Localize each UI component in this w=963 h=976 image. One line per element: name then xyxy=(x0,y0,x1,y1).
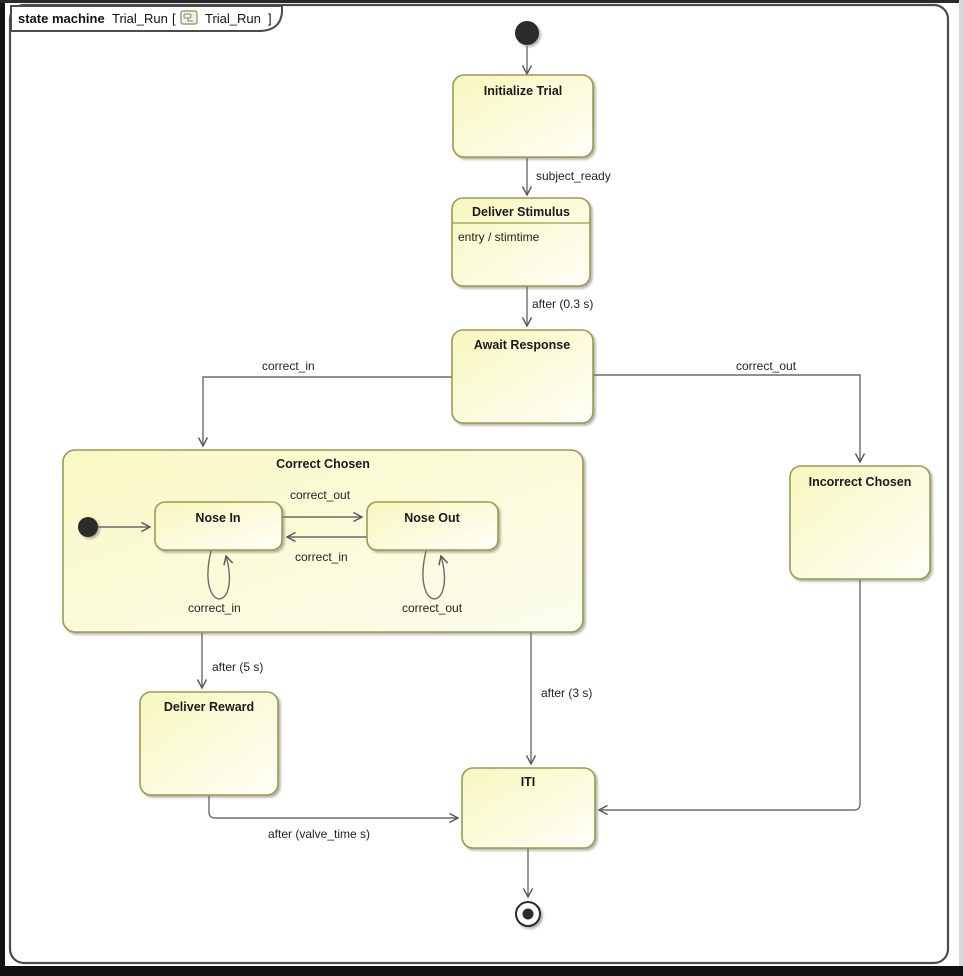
state-iti-label: ITI xyxy=(521,775,536,789)
label-correct-in[interactable]: correct_in xyxy=(262,359,315,373)
frame-ref: Trial_Run xyxy=(205,11,261,26)
state-incorrect-chosen[interactable]: Incorrect Chosen xyxy=(789,465,931,580)
label-nose-out-self[interactable]: correct_out xyxy=(402,601,463,615)
transition-incorrect-to-iti[interactable] xyxy=(599,580,861,810)
state-await-response-label: Await Response xyxy=(474,338,570,352)
state-machine-diagram-icon xyxy=(180,10,198,25)
frame-name: Trial_Run xyxy=(112,11,168,26)
state-nose-out-label: Nose Out xyxy=(404,511,460,525)
state-incorrect-chosen-label: Incorrect Chosen xyxy=(809,475,912,489)
state-nose-out[interactable]: Nose Out xyxy=(366,501,499,551)
state-deliver-reward-label: Deliver Reward xyxy=(164,700,254,714)
state-initialize-trial-label: Initialize Trial xyxy=(484,84,563,98)
label-after-stim[interactable]: after (0.3 s) xyxy=(532,297,593,311)
label-subject-ready[interactable]: subject_ready xyxy=(536,169,611,183)
transition-nose-out-self[interactable] xyxy=(422,550,444,600)
label-nose-out-to-in[interactable]: correct_in xyxy=(295,550,348,564)
transition-correct-in[interactable] xyxy=(203,376,452,446)
final-state-dot xyxy=(522,908,534,920)
inner-initial-state[interactable] xyxy=(78,517,98,537)
state-correct-chosen-label: Correct Chosen xyxy=(276,457,370,471)
state-initialize-trial[interactable]: Initialize Trial xyxy=(452,74,594,158)
diagram-frame-header[interactable]: state machine Trial_Run [ Trial_Run ] xyxy=(10,5,283,32)
image-border-left xyxy=(0,0,5,976)
transition-correct-out[interactable] xyxy=(593,374,860,462)
image-border-bottom xyxy=(0,966,963,976)
label-after-5s[interactable]: after (5 s) xyxy=(212,660,263,674)
state-await-response[interactable]: Await Response xyxy=(451,329,594,424)
label-nose-in-self[interactable]: correct_in xyxy=(188,601,241,615)
state-iti[interactable]: ITI xyxy=(461,767,596,849)
state-correct-chosen[interactable]: Correct Chosen Nose In Nose Out correct_… xyxy=(62,449,584,633)
state-deliver-stimulus-entry: entry / stimtime xyxy=(458,230,540,244)
initial-state[interactable] xyxy=(515,21,539,45)
state-nose-in[interactable]: Nose In xyxy=(154,501,283,551)
label-after-valve[interactable]: after (valve_time s) xyxy=(268,827,370,841)
frame-open-bracket: [ xyxy=(172,11,176,26)
transition-labels: subject_ready after (0.3 s) correct_in c… xyxy=(212,169,797,841)
state-deliver-stimulus[interactable]: Deliver Stimulus entry / stimtime xyxy=(451,197,591,287)
label-correct-out[interactable]: correct_out xyxy=(736,359,797,373)
transition-after-valve[interactable] xyxy=(208,796,458,818)
image-border-top xyxy=(0,0,963,3)
state-deliver-stimulus-label: Deliver Stimulus xyxy=(472,205,570,219)
label-nose-in-to-out[interactable]: correct_out xyxy=(290,488,351,502)
transition-nose-in-self[interactable] xyxy=(207,550,229,600)
image-border-right xyxy=(959,0,963,976)
frame-kind-label: state machine xyxy=(18,11,105,26)
state-deliver-reward[interactable]: Deliver Reward xyxy=(139,691,279,796)
frame-close-bracket: ] xyxy=(268,11,272,26)
state-nose-in-label: Nose In xyxy=(195,511,240,525)
label-after-3s[interactable]: after (3 s) xyxy=(541,686,592,700)
final-state[interactable] xyxy=(515,901,541,927)
